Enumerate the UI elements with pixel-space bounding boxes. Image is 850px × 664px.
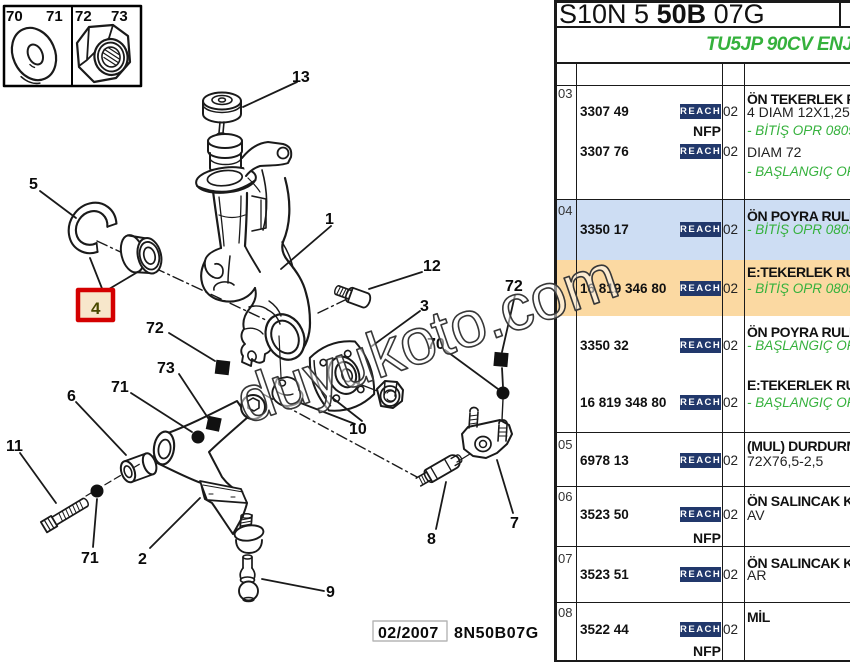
svg-text:4: 4 (91, 299, 101, 318)
svg-text:2: 2 (138, 551, 147, 568)
svg-text:71: 71 (111, 379, 129, 396)
svg-text:73: 73 (157, 360, 175, 377)
svg-text:72: 72 (146, 320, 164, 337)
svg-text:10: 10 (349, 421, 367, 438)
svg-text:7: 7 (510, 515, 519, 532)
svg-text:8: 8 (427, 531, 436, 548)
svg-text:02/2007: 02/2007 (378, 625, 439, 642)
svg-text:8N50B07G: 8N50B07G (454, 625, 539, 642)
svg-text:6: 6 (67, 388, 76, 405)
svg-text:13: 13 (292, 69, 310, 86)
svg-text:72: 72 (505, 278, 523, 295)
svg-text:3: 3 (420, 298, 429, 315)
svg-text:71: 71 (46, 8, 63, 25)
svg-text:70: 70 (6, 8, 23, 25)
svg-text:11: 11 (6, 438, 23, 455)
svg-text:9: 9 (326, 584, 335, 601)
svg-text:5: 5 (29, 176, 38, 193)
svg-text:72: 72 (75, 8, 92, 25)
svg-text:12: 12 (423, 258, 441, 275)
svg-text:70: 70 (427, 336, 445, 353)
svg-text:1: 1 (325, 211, 334, 228)
svg-text:71: 71 (81, 550, 99, 567)
svg-text:73: 73 (111, 8, 128, 25)
